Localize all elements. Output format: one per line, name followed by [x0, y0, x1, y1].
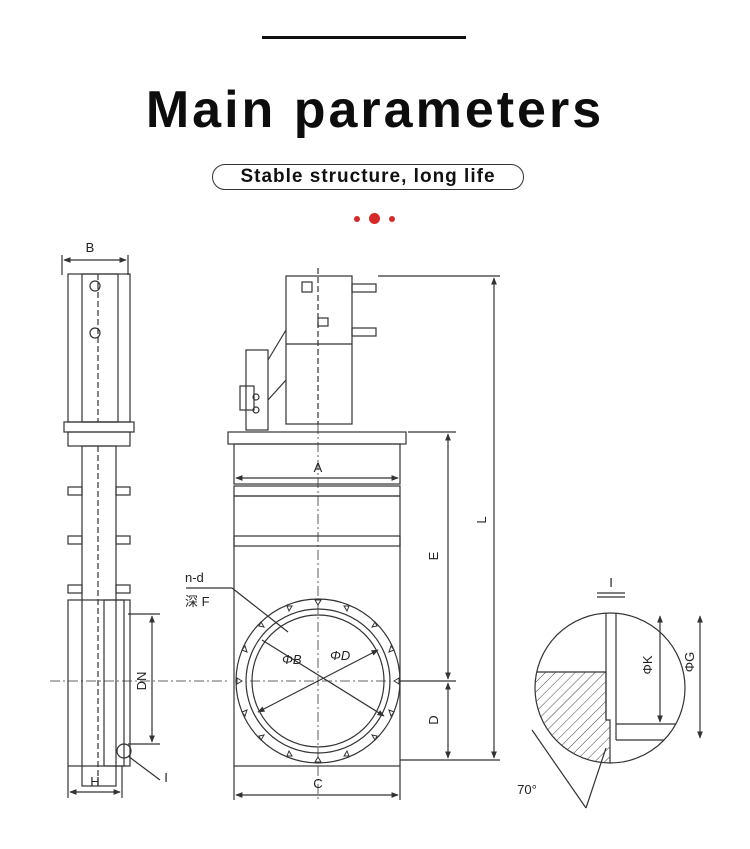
dot-left	[354, 216, 360, 222]
label-I-side: I	[164, 770, 168, 785]
label-phiB: ΦB	[282, 652, 302, 667]
label-L: L	[474, 516, 489, 523]
front-view	[186, 268, 500, 800]
label-phiG: ΦG	[682, 652, 697, 672]
dot-center	[369, 213, 380, 224]
dimension-labels: B DN H I A E L D C n-d 深 F ΦB ΦD I ΦK ΦG…	[86, 240, 697, 797]
label-A: A	[314, 460, 323, 475]
dot-right	[389, 216, 395, 222]
label-C: C	[313, 776, 322, 791]
subtitle-badge: Stable structure, long life	[212, 164, 524, 190]
label-angle: 70°	[517, 782, 537, 797]
label-nd: n-d	[185, 570, 204, 585]
label-B: B	[86, 240, 95, 255]
label-phiD: ΦD	[330, 648, 350, 663]
label-H: H	[90, 774, 99, 789]
label-phiK: ΦK	[640, 655, 655, 674]
label-DN: DN	[134, 672, 149, 691]
page-title: Main parameters	[145, 81, 605, 139]
bolt-holes	[236, 599, 400, 763]
label-I-detail: I	[609, 575, 613, 590]
header-rule	[262, 36, 466, 39]
label-D: D	[426, 715, 441, 724]
label-E: E	[426, 551, 441, 560]
decorative-dots	[354, 213, 398, 225]
side-view	[50, 255, 230, 798]
detail-view	[531, 592, 703, 809]
label-depth: 深 F	[185, 594, 210, 609]
